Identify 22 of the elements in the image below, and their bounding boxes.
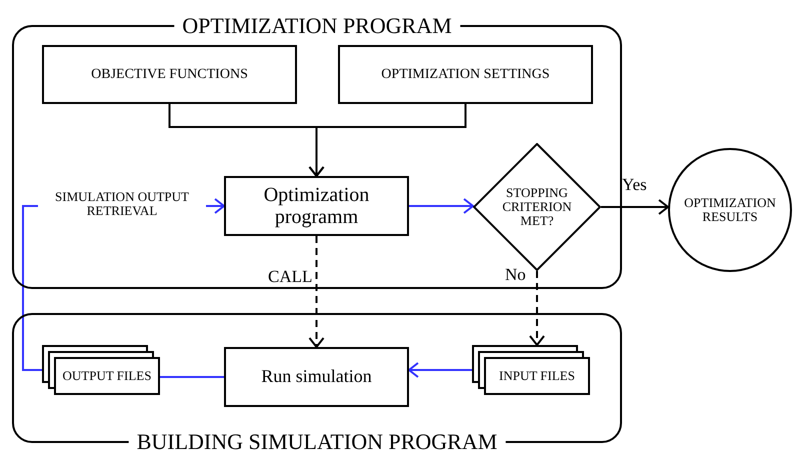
dashed-arrow: [308, 236, 324, 348]
dashed-arrow: [529, 271, 545, 346]
edge-label: SIMULATION OUTPUT RETRIEVAL: [38, 190, 206, 218]
arrow: [409, 198, 474, 214]
connector-line: [160, 376, 224, 378]
process-box: [42, 45, 297, 104]
arrow: [408, 362, 472, 378]
node-label: INPUT FILES: [499, 368, 575, 384]
process-box: [338, 45, 593, 104]
process-box: [224, 347, 409, 407]
file-stack: [42, 345, 160, 395]
node-label: Run simulation: [261, 367, 372, 387]
file-stack: [472, 345, 590, 395]
arrow: [308, 104, 466, 177]
node-label: OUTPUT FILES: [62, 368, 152, 384]
arrow: [601, 199, 669, 215]
node-label: OPTIMIZATION RESULTS: [683, 196, 777, 224]
node-label: Optimization programm: [262, 184, 370, 228]
process-box: [224, 176, 409, 236]
node-label: OPTIMIZATION SETTINGS: [381, 66, 550, 82]
node-label: OBJECTIVE FUNCTIONS: [91, 66, 248, 82]
node-label: STOPPING CRITERION MET?: [501, 186, 573, 228]
